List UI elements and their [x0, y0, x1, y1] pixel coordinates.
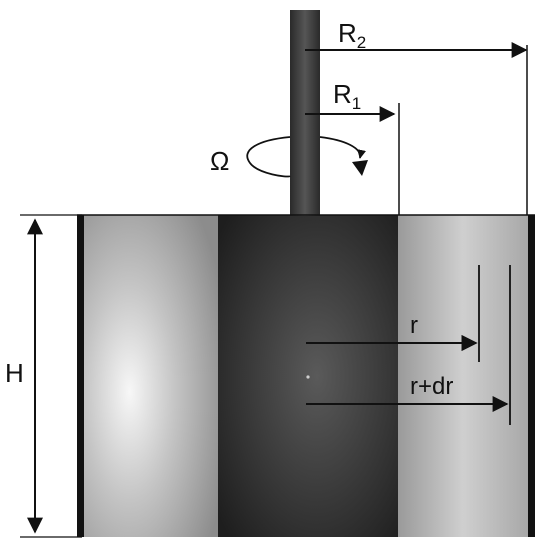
- r-label: r: [410, 312, 418, 339]
- rotation-arc: [246, 136, 291, 178]
- r1-label: R1: [333, 79, 361, 113]
- height-label: H: [5, 358, 24, 388]
- rotation-arrowhead-icon: [352, 160, 368, 176]
- center-point: [306, 375, 310, 379]
- omega-label: Ω: [210, 146, 229, 176]
- outer-wall-left: [77, 215, 84, 537]
- r2-label: R2: [338, 18, 366, 52]
- fluid-left-region: [82, 215, 218, 537]
- rotation-arc-back: [319, 136, 366, 159]
- fluid-right-region: [398, 215, 528, 537]
- outer-wall-right: [528, 215, 535, 537]
- r-dr-label: r+dr: [410, 373, 453, 400]
